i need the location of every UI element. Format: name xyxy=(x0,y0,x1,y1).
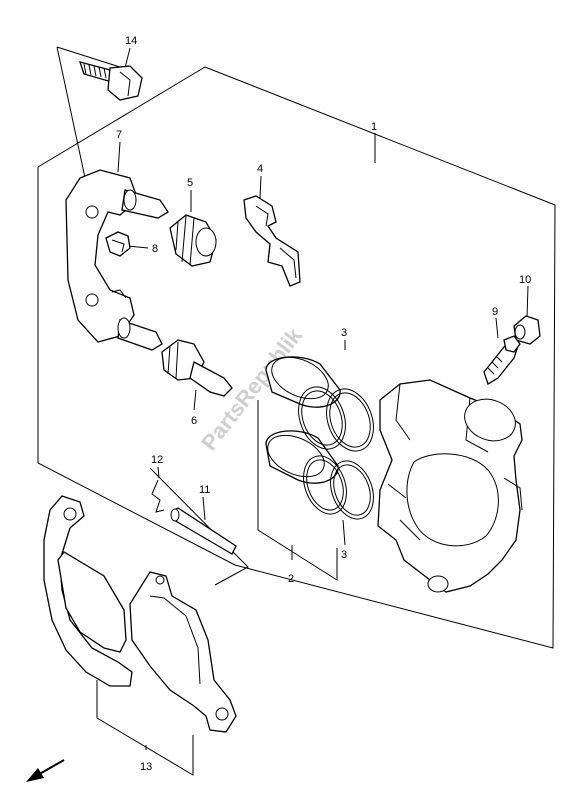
callout-2: 2 xyxy=(288,573,294,585)
brake-pad-front xyxy=(43,495,133,687)
front-direction-arrow-icon xyxy=(26,759,65,782)
callout-11: 11 xyxy=(199,484,210,496)
brake-pad-rear xyxy=(129,571,237,733)
callout-13: 13 xyxy=(140,761,152,773)
caliper-assembly-boundary xyxy=(37,66,556,649)
callout-7: 7 xyxy=(116,129,122,141)
slide-pin-boot-upper xyxy=(169,214,217,267)
piston-seals-lower xyxy=(303,455,374,520)
callout-12: 12 xyxy=(151,454,163,466)
caliper-bracket xyxy=(65,169,169,351)
callout-labels: 1 14 7 5 4 8 6 10 9 3 3 2 12 11 13 xyxy=(116,35,531,773)
piston-seals-upper xyxy=(298,386,374,452)
callout-4: 4 xyxy=(257,163,263,175)
leader-lines xyxy=(56,46,529,776)
slide-pin-lower xyxy=(161,339,233,397)
callout-3-upper: 3 xyxy=(341,327,347,339)
callout-9: 9 xyxy=(492,306,498,318)
bracket-clip xyxy=(105,231,131,257)
pad-pin-clip xyxy=(151,479,165,513)
callout-10: 10 xyxy=(519,274,531,286)
caliper-mounting-bolt xyxy=(79,61,143,101)
callout-5: 5 xyxy=(187,177,193,189)
bleeder-valve xyxy=(483,335,521,385)
caliper-body xyxy=(377,379,523,593)
caliper-pistons xyxy=(265,356,341,484)
pad-spring xyxy=(243,195,301,287)
callout-14: 14 xyxy=(125,35,137,47)
callout-1: 1 xyxy=(371,121,377,133)
callout-8: 8 xyxy=(152,243,158,255)
pad-pin xyxy=(170,507,237,555)
callout-6: 6 xyxy=(191,415,197,427)
callout-3-lower: 3 xyxy=(341,549,347,561)
bleeder-cap xyxy=(513,315,541,345)
